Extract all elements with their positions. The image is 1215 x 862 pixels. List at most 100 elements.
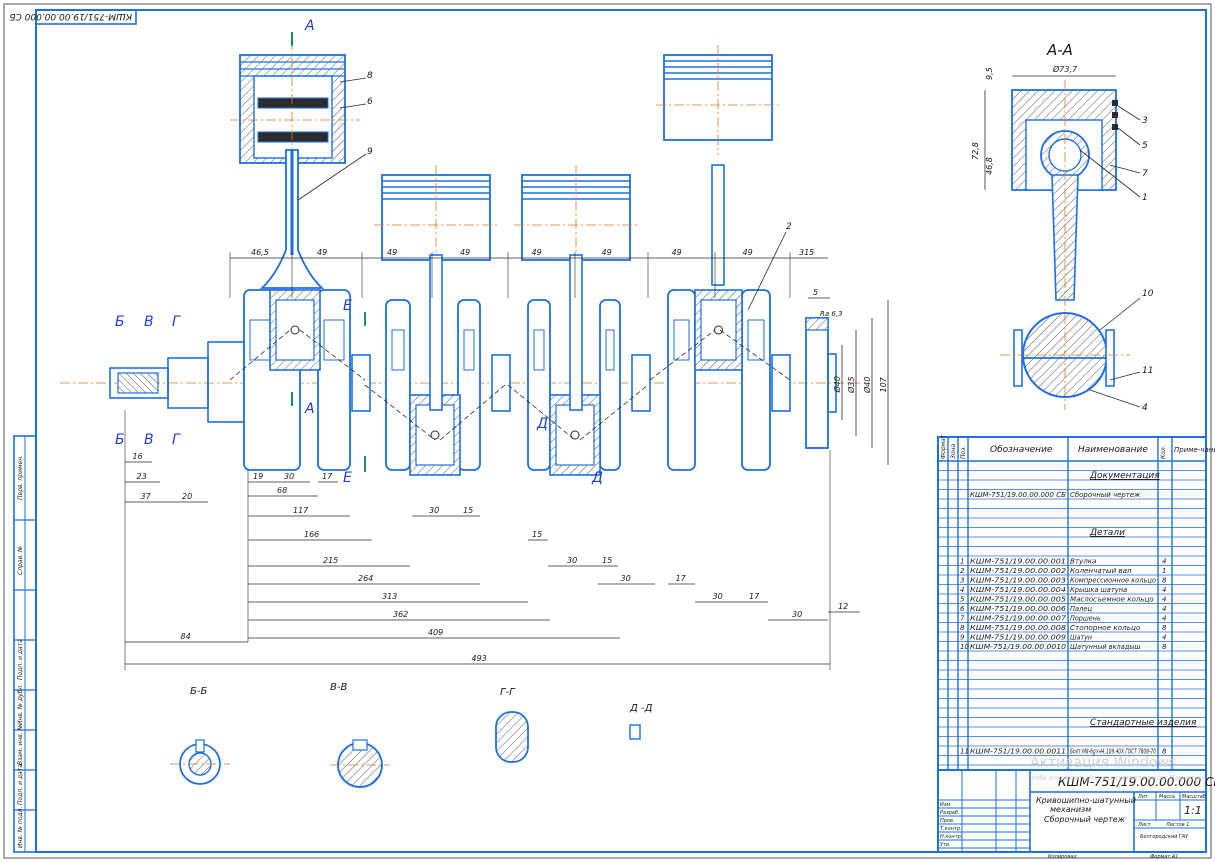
section-bb-title: Б-Б bbox=[190, 686, 207, 697]
dim-bottom-label: 15 bbox=[463, 506, 473, 515]
dim-bottom-label: 15 bbox=[532, 530, 542, 539]
outer-frame bbox=[3, 3, 1212, 859]
cut-d-bottom: Д bbox=[591, 470, 603, 486]
spec-name: Сборочный чертеж bbox=[1070, 491, 1141, 499]
callout-10: 10 bbox=[1142, 289, 1154, 299]
dim-top-label: 49 bbox=[387, 248, 397, 257]
spec-group: Детали bbox=[1089, 528, 1125, 538]
web-pocket bbox=[463, 329, 475, 371]
cut-marks: А А Б Б В В Г Г Е Е Д Д bbox=[115, 18, 603, 486]
spec-code: КШМ-751/19.00.00.006 bbox=[970, 605, 1067, 613]
spec-group: Стандартные изделия bbox=[1090, 718, 1197, 728]
strip-label-3: Подп. и дата bbox=[17, 639, 24, 680]
callout-3: 3 bbox=[1142, 116, 1148, 126]
tb-role-2: Разраб. bbox=[940, 810, 960, 816]
spec-name: Палец bbox=[1070, 605, 1092, 613]
section-aa-title: А-А bbox=[1046, 41, 1073, 59]
crank-web bbox=[457, 299, 481, 471]
strip-label-7: Инв. № подл. bbox=[17, 807, 24, 848]
activation-watermark: Активация Windows Чтобы активировать Win… bbox=[1030, 755, 1206, 782]
spec-code: КШМ-751/19.00.00.001 bbox=[970, 558, 1066, 566]
spec-qty: 4 bbox=[1162, 586, 1166, 594]
section-gg: Г-Г bbox=[495, 687, 529, 763]
dim-bottom-label: 362 bbox=[393, 610, 408, 619]
cut-a-top: А bbox=[304, 18, 315, 34]
oil-hole bbox=[570, 430, 580, 440]
tb-name-1: Кривошипно-шатунный bbox=[1036, 796, 1136, 805]
spec-name: Стопорное кольцо bbox=[1070, 624, 1140, 632]
tb-copied: Копировал bbox=[1048, 854, 1077, 860]
callout-1: 1 bbox=[1142, 193, 1148, 203]
dim-top-label: 49 bbox=[602, 248, 612, 257]
spec-qty: 8 bbox=[1162, 748, 1167, 756]
dim-top-label: 49 bbox=[672, 248, 682, 257]
spec-code: КШМ-751/19.00.00.0010 bbox=[970, 643, 1067, 651]
dim-bottom-label: 30 bbox=[621, 574, 631, 583]
pin-bore bbox=[700, 299, 737, 361]
dim-bottom-label: 264 bbox=[358, 574, 373, 583]
callout-8: 8 bbox=[367, 71, 373, 81]
tb-org: Белгородский ГАУ bbox=[1140, 834, 1189, 840]
pin-bore bbox=[275, 299, 315, 361]
spec-qty: 8 bbox=[1162, 624, 1167, 632]
callout-7: 7 bbox=[1142, 169, 1148, 179]
spec-code: КШМ-751/19.00.00.005 bbox=[970, 596, 1067, 604]
tb-sheets: Листов 1 bbox=[1165, 822, 1189, 828]
spec-qty: 4 bbox=[1162, 634, 1166, 642]
dim-bottom-label: 12 bbox=[838, 602, 848, 611]
main-journal bbox=[351, 354, 371, 412]
spec-qty: 4 bbox=[1162, 558, 1166, 566]
spec-qty: 4 bbox=[1162, 596, 1166, 604]
callout-2: 2 bbox=[786, 222, 792, 232]
callout-9: 9 bbox=[367, 147, 373, 157]
tb-name-2: механизм bbox=[1050, 805, 1091, 814]
crankshaft-view bbox=[60, 289, 860, 476]
tb-role-5: Н.контр. bbox=[940, 834, 962, 840]
pin-bore bbox=[415, 404, 455, 466]
spec-pos: 5 bbox=[960, 596, 965, 604]
spec-name: Крышка шатуна bbox=[1070, 586, 1127, 594]
tb-col-mass: Масса bbox=[1159, 794, 1175, 800]
spec-name: Болт М8-6g×44.109.40Х ГОСТ 7808-70 bbox=[1070, 748, 1156, 756]
section-gg-title: Г-Г bbox=[500, 687, 516, 698]
spec-name: Шатунный вкладыш bbox=[1070, 643, 1141, 651]
dim-bottom-label: 16 bbox=[133, 452, 143, 461]
callout-5: 5 bbox=[1142, 141, 1148, 151]
dim-bottom-label: 17 bbox=[322, 472, 333, 481]
dim-bottom-label: 30 bbox=[429, 506, 439, 515]
piston-4 bbox=[656, 45, 780, 286]
dim-bottom-label: 5 bbox=[813, 288, 818, 297]
spec-code: КШМ-751/19.00.00.004 bbox=[970, 586, 1066, 594]
spec-pos: 4 bbox=[960, 586, 964, 594]
dim-bottom-label: 19 bbox=[253, 472, 263, 481]
spec-name: Шатун bbox=[1070, 634, 1092, 642]
spec-pos: 3 bbox=[960, 577, 964, 585]
strip-label-1: Перв. примен. bbox=[17, 455, 24, 500]
tb-role-6: Утв. bbox=[940, 842, 951, 848]
dim-bottom-label: 30 bbox=[567, 556, 577, 565]
web-pocket bbox=[605, 329, 615, 371]
dim-bottom-label: 493 bbox=[472, 654, 487, 663]
watermark-line2: Чтобы активировать Windows, перейдите в … bbox=[1030, 774, 1206, 782]
cut-b-top: Б bbox=[115, 314, 125, 330]
section-vv: В-В bbox=[330, 682, 390, 788]
piston-1-section bbox=[230, 40, 360, 270]
web-pocket bbox=[747, 319, 765, 361]
main-journal bbox=[631, 354, 651, 412]
spec-name: Маслосъемное кольцо bbox=[1070, 596, 1154, 604]
inner-frame bbox=[35, 9, 1207, 853]
spec-code: КШМ-751/19.00.00.002 bbox=[970, 567, 1067, 575]
spec-code: КШМ-751/19.00.00.003 bbox=[970, 577, 1066, 585]
spec-code: КШМ-751/19.00.00.007 bbox=[970, 615, 1067, 623]
spec-pos: 1 bbox=[960, 558, 964, 566]
callout-11: 11 bbox=[1142, 366, 1153, 376]
top-stamp-text: КШМ-751/19.00.00.000 СБ bbox=[9, 11, 132, 21]
spec-header: Обозначение bbox=[990, 445, 1053, 455]
crank-web bbox=[741, 289, 771, 471]
spec-name: Коленчатый вал bbox=[1070, 567, 1132, 575]
callout-4: 4 bbox=[1142, 403, 1148, 413]
spec-code: КШМ-751/19.00.00.0011 bbox=[970, 748, 1066, 756]
